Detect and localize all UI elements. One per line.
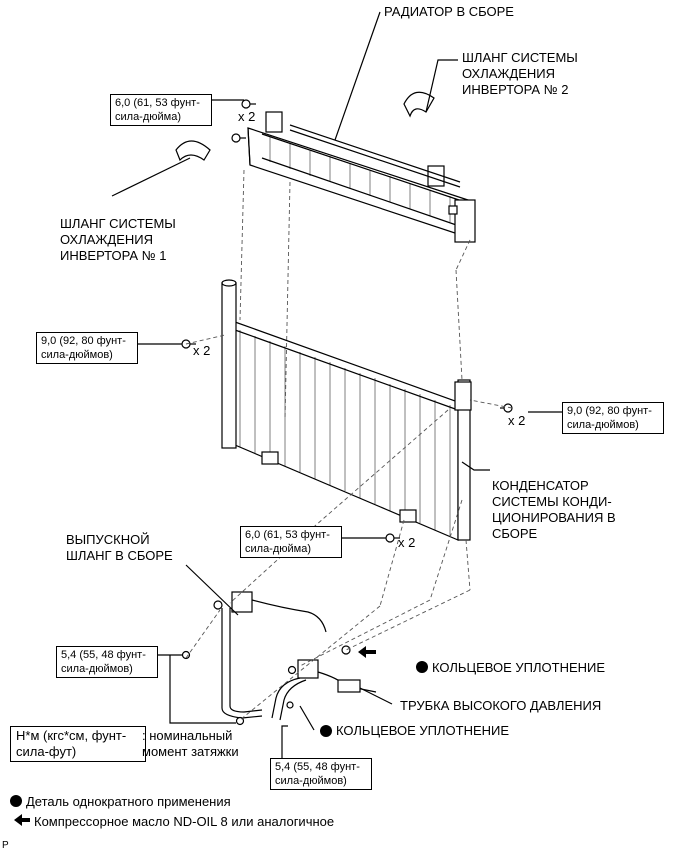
torque-box: 5,4 (55, 48 фунт- сила-дюймов)	[56, 646, 158, 678]
o-ring-label-1: КОЛЬЦЕВОЕ УПЛОТНЕНИЕ	[432, 660, 606, 675]
torque-box: 5,4 (55, 48 фунт- сила-дюймов)	[270, 758, 372, 790]
condenser-assembly	[221, 279, 472, 541]
inverter-hose-1-shape	[175, 140, 211, 162]
legend-oil-arrow-icon	[14, 814, 30, 826]
quantity-label: x 2	[238, 109, 256, 124]
quantity-label: x 2	[398, 535, 416, 550]
compressor-oil-legend: Компрессорное масло ND-OIL 8 или аналоги…	[34, 814, 335, 829]
discharge-hose-shape	[213, 591, 327, 719]
single-use-dot-icon-2	[320, 725, 332, 737]
quantity-label: x 2	[508, 413, 526, 428]
single-use-legend: Деталь однократного применения	[10, 778, 231, 810]
oil-arrow-icon	[358, 646, 376, 658]
units-legend-box: Н*м (кгс*см, фунт- сила-фут)	[10, 726, 146, 762]
torque-box: 9,0 (92, 80 фунт- сила-дюймов)	[562, 402, 664, 434]
torque-box: 6,0 (61, 53 фунт- сила-дюйма)	[110, 94, 212, 126]
single-use-dot-icon	[416, 661, 428, 673]
condenser-label: КОНДЕНСАТОР СИСТЕМЫ КОНДИ- ЦИОНИРОВАНИЯ …	[492, 478, 616, 541]
high-pressure-tube-label: ТРУБКА ВЫСОКОГО ДАВЛЕНИЯ	[400, 698, 602, 713]
torque-box: 9,0 (92, 80 фунт- сила-дюймов)	[36, 332, 138, 364]
inverter-hose-1-label: ШЛАНГ СИСТЕМЫ ОХЛАЖДЕНИЯ ИНВЕРТОРА № 1	[60, 216, 176, 263]
high-pressure-tube-shape	[271, 659, 377, 721]
quantity-label: x 2	[193, 343, 211, 358]
units-legend-description: : номинальный момент затяжки	[142, 728, 239, 759]
filled-circle-icon	[10, 795, 22, 807]
inverter-hose-2-label: ШЛАНГ СИСТЕМЫ ОХЛАЖДЕНИЯ ИНВЕРТОРА № 2	[462, 50, 578, 97]
torque-box: 6,0 (61, 53 фунт- сила-дюйма)	[240, 526, 342, 558]
radiator-label: РАДИАТОР В СБОРЕ	[384, 4, 514, 19]
discharge-hose-label: ВЫПУСКНОЙ ШЛАНГ В СБОРЕ	[66, 532, 173, 563]
o-ring-label-2: КОЛЬЦЕВОЕ УПЛОТНЕНИЕ	[336, 723, 510, 738]
single-use-legend-text: Деталь однократного применения	[26, 794, 231, 809]
radiator-assembly	[247, 111, 476, 243]
footer-code: P	[2, 840, 9, 851]
